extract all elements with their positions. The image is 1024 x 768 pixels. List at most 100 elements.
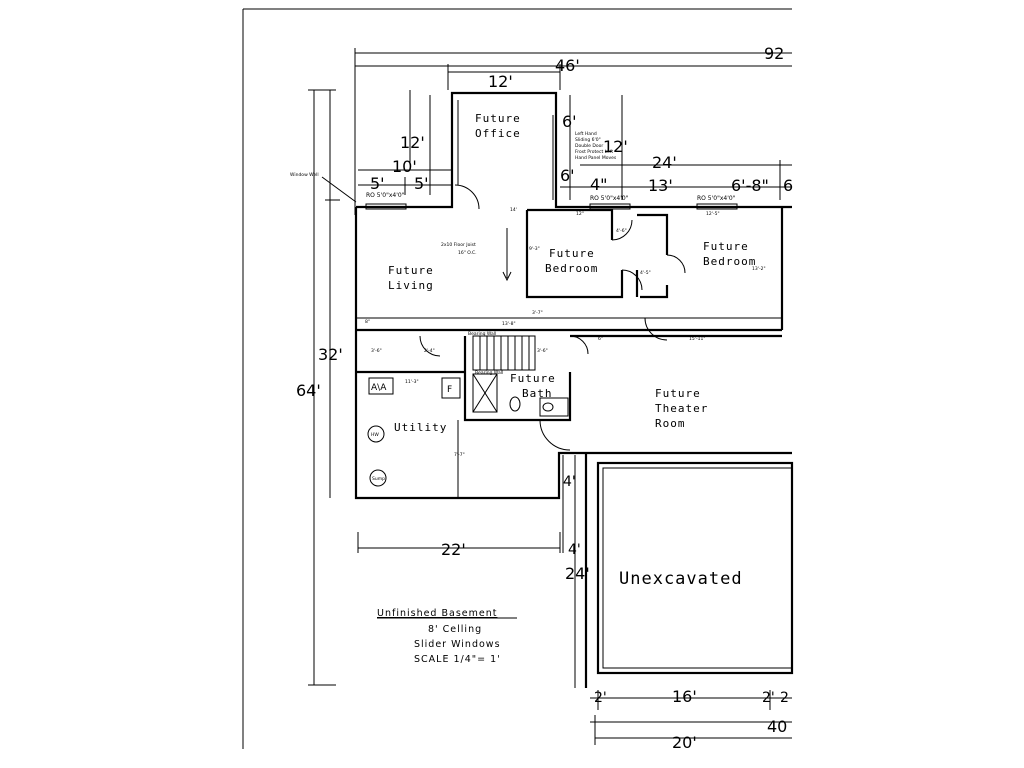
dim-mid-6b: 6 — [783, 176, 793, 195]
dim-bottom-20: 20' — [672, 733, 697, 752]
svg-text:Hand Panel Moves: Hand Panel Moves — [575, 155, 617, 161]
svg-text:14': 14' — [510, 207, 517, 213]
svg-text:15'-11": 15'-11" — [689, 336, 705, 342]
notes-ceiling: 8' Celling — [428, 624, 482, 635]
dim-mid-13: 13' — [648, 176, 673, 195]
svg-text:Sliding 6'0": Sliding 6'0" — [575, 137, 601, 143]
room-label-bedroom: Future — [549, 247, 595, 260]
svg-text:4'-5": 4'-5" — [640, 270, 651, 276]
notes-title: Unfinished Basement — [377, 608, 497, 619]
dim-bottom-24: 24' — [565, 564, 590, 583]
svg-text:8": 8" — [365, 319, 370, 325]
svg-text:6": 6" — [598, 336, 603, 342]
svg-text:7'-7": 7'-7" — [454, 452, 465, 458]
furnace-label: F — [447, 385, 452, 395]
door-swing — [419, 335, 441, 357]
rough-opening-label: RO 5'0"x4'0" — [366, 192, 405, 199]
room-label-living: Future — [388, 264, 434, 277]
svg-text:12": 12" — [576, 211, 584, 217]
svg-text:9'-3": 9'-3" — [529, 246, 540, 252]
dim-left-10: 10' — [392, 157, 417, 176]
interior-walls — [356, 208, 792, 455]
unexcavated-label: Unexcavated — [619, 569, 743, 589]
dim-top-12: 12' — [488, 72, 513, 91]
top-dimensions — [354, 48, 792, 215]
window — [696, 203, 738, 210]
window-well-note: Window Well — [290, 172, 319, 178]
svg-text:Bearing Wall: Bearing Wall — [475, 370, 503, 376]
dim-bottom-16: 16' — [672, 687, 697, 706]
dim-mid-6-8: 6'-8" — [731, 176, 769, 195]
door-swing — [666, 254, 686, 274]
side-dimensions — [308, 89, 340, 686]
window — [365, 203, 407, 210]
dim-side-32: 32' — [318, 345, 343, 364]
dim-right-12: 12' — [603, 137, 628, 156]
dim-left-12: 12' — [400, 133, 425, 152]
joist-arrow-head — [502, 271, 512, 282]
svg-text:4'-6": 4'-6" — [616, 228, 627, 234]
slider-door-note: Left Hand Sliding 6'0" Double Door Frost… — [575, 131, 617, 161]
floor-joist-note: 16" O.C. — [458, 250, 477, 256]
furnace-symbol — [441, 377, 461, 399]
room-label-theater: Theater — [655, 402, 708, 415]
floor-joist-note: 2x10 Floor Joist — [441, 242, 476, 248]
door-swing — [611, 219, 633, 241]
notes-windows: Slider Windows — [414, 639, 501, 650]
dim-right-24: 24' — [652, 153, 677, 172]
room-label-bedroom: Bedroom — [703, 255, 756, 268]
sink — [542, 402, 554, 412]
room-label-bedroom: Bedroom — [545, 262, 598, 275]
water-heater-label: HW — [371, 432, 379, 438]
dim-bottom-40: 40 — [767, 717, 787, 736]
door-swing — [644, 317, 668, 341]
svg-text:3'-6": 3'-6" — [371, 348, 382, 354]
dim-top-46: 46' — [555, 56, 580, 75]
room-label-bath: Bath — [522, 387, 553, 400]
svg-text:3'-7": 3'-7" — [532, 310, 543, 316]
sump-label: Sump — [372, 476, 385, 482]
room-label-theater: Room — [655, 417, 686, 430]
dim-right-6: 6' — [562, 112, 577, 131]
dim-bottom-4a: 4' — [563, 474, 576, 490]
svg-text:13'-2": 13'-2" — [752, 266, 766, 272]
vanity — [539, 397, 569, 417]
dim-bottom-22: 22' — [441, 540, 466, 559]
dim-side-64: 64' — [296, 381, 321, 400]
room-label-living: Living — [388, 279, 434, 292]
dim-bottom-2a: 2' — [594, 690, 607, 706]
svg-text:Bearing Wall: Bearing Wall — [468, 331, 496, 337]
dim-left-5b: 5' — [414, 174, 429, 193]
svg-text:13'-8": 13'-8" — [502, 321, 516, 327]
notes-scale: SCALE 1/4"= 1' — [414, 654, 501, 665]
dim-bottom-4b: 4' — [568, 542, 581, 558]
air-handler-symbol — [368, 377, 394, 395]
dim-mid-4: 4" — [590, 175, 608, 194]
room-label-bath: Future — [510, 372, 556, 385]
svg-text:Double Door: Double Door — [575, 143, 603, 149]
dim-bottom-2c: 2 — [780, 690, 789, 706]
rough-opening-label: RO 5'0"x4'0" — [590, 195, 629, 202]
door-swing — [621, 269, 643, 291]
exterior-walls — [354, 91, 792, 500]
room-label-office: Office — [475, 127, 521, 140]
dim-top-92: 92 — [764, 44, 784, 63]
unexcavated-inner — [602, 467, 793, 669]
room-label-theater: Future — [655, 387, 701, 400]
dim-left-5a: 5' — [370, 174, 385, 193]
toilet — [509, 396, 521, 412]
door-swing — [569, 335, 589, 355]
dim-mid-6: 6' — [560, 166, 575, 185]
svg-text:3'-6": 3'-6" — [537, 348, 548, 354]
svg-text:11'-3": 11'-3" — [405, 379, 419, 385]
air-handler-label: A\A — [371, 383, 387, 393]
unexcavated-outline — [596, 461, 794, 675]
water-heater-symbol — [367, 425, 385, 443]
room-label-office: Future — [475, 112, 521, 125]
svg-text:2'-4": 2'-4" — [424, 348, 435, 354]
svg-text:12'-5": 12'-5" — [706, 211, 720, 217]
shower-x — [472, 373, 498, 413]
dim-bottom-2b: 2' — [762, 690, 775, 706]
rough-opening-label: RO 5'0"x4'0" — [697, 195, 736, 202]
